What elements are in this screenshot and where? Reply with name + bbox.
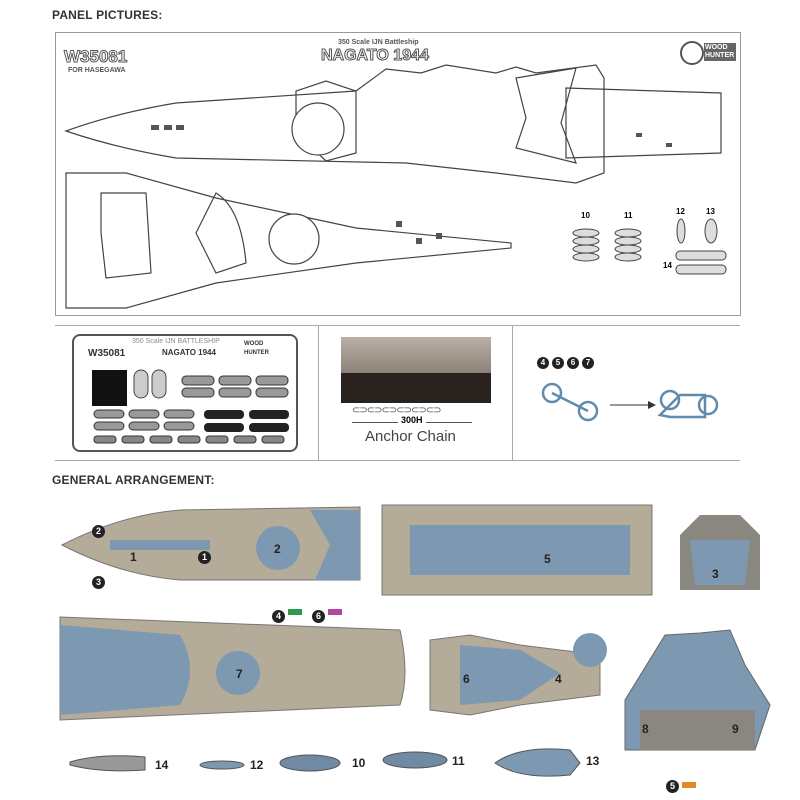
arrow-icon <box>648 401 656 409</box>
divider <box>318 325 319 460</box>
panel-part-13: 13 <box>706 207 715 216</box>
part-label-11: 11 <box>452 754 465 768</box>
callout-marker: 2 <box>92 525 105 538</box>
photo-etch-sheet: W35081 350 Scale IJN BATTLESHIP NAGATO 1… <box>72 334 298 452</box>
part-label-3: 3 <box>712 567 719 581</box>
step-marker: 6 <box>567 357 579 369</box>
turret-cutout <box>291 102 345 156</box>
part-label-2: 2 <box>274 542 281 556</box>
panel-part-14: 14 <box>663 261 672 270</box>
panel-part-11: 11 <box>624 211 633 220</box>
callout-marker: 3 <box>92 576 105 589</box>
boat-12 <box>199 760 245 770</box>
callout-marker: 1 <box>198 551 211 564</box>
color-swatch-orange <box>682 782 696 788</box>
color-swatch-green <box>288 609 302 615</box>
step-marker: 5 <box>552 357 564 369</box>
divider <box>55 460 740 461</box>
ruler-photo <box>341 337 491 373</box>
part-label-10: 10 <box>352 756 366 770</box>
boat-14 <box>69 755 146 772</box>
part-label-5: 5 <box>544 552 551 566</box>
part-label-8: 8 <box>642 722 649 736</box>
panel-pictures-frame: W35081 FOR HASEGAWA 350 Scale IJN Battle… <box>55 32 741 316</box>
part-label-4: 4 <box>555 672 562 686</box>
pe-parts-drawing <box>92 369 289 444</box>
pe-brand: WOOD HUNTER <box>244 341 269 356</box>
panel-part-12: 12 <box>676 207 685 216</box>
panel-outline-drawing <box>64 64 727 309</box>
callout-marker: 6 <box>312 610 325 623</box>
part-label-9: 9 <box>732 722 739 736</box>
turret-cutout-2 <box>268 213 320 265</box>
section-title-panel-pictures: PANEL PICTURES: <box>52 8 163 22</box>
panel-subtitle: FOR HASEGAWA <box>68 67 126 74</box>
divider <box>512 325 513 460</box>
part-label-14: 14 <box>155 758 169 772</box>
chain-links-icon: ⊂⊃⊂⊃⊂⊃⊂⊃⊂⊃⊂⊃ <box>352 405 442 416</box>
boat-10 <box>279 754 341 772</box>
panel-ship-name: NAGATO 1944 <box>321 47 430 65</box>
panel-scale-line: 350 Scale IJN Battleship <box>338 39 419 46</box>
part-label-7: 7 <box>236 667 243 681</box>
assembly-diagram <box>541 382 719 422</box>
crosshair-logo-icon <box>680 41 704 65</box>
pe-scale-line: 350 Scale IJN BATTLESHIP <box>132 338 220 345</box>
section-title-general-arrangement: GENERAL ARRANGEMENT: <box>52 473 215 487</box>
panel-part-10: 10 <box>581 211 590 220</box>
panel-brand-logo: WOOD HUNTER <box>704 43 736 61</box>
callout-marker: 5 <box>666 780 679 793</box>
part-label-1: 1 <box>130 550 137 564</box>
pe-ship-name: NAGATO 1944 <box>162 348 216 357</box>
chain-photo <box>341 373 491 403</box>
assembly-steps: 4 5 6 7 <box>537 357 594 369</box>
step-marker: 7 <box>582 357 594 369</box>
panel-product-code: W35081 <box>63 47 128 67</box>
pe-product-code: W35081 <box>88 348 126 359</box>
general-arrangement-drawing <box>59 504 771 788</box>
color-swatch-magenta <box>328 609 342 615</box>
part-label-6: 6 <box>463 672 470 686</box>
boat-13 <box>494 748 581 777</box>
boat-11 <box>382 751 448 769</box>
callout-marker: 4 <box>272 610 285 623</box>
part-label-13: 13 <box>586 754 600 768</box>
chain-length: 300H <box>398 415 426 425</box>
step-marker: 4 <box>537 357 549 369</box>
divider <box>55 325 740 326</box>
part-label-12: 12 <box>250 758 264 772</box>
anchor-chain-caption: Anchor Chain <box>365 428 456 445</box>
